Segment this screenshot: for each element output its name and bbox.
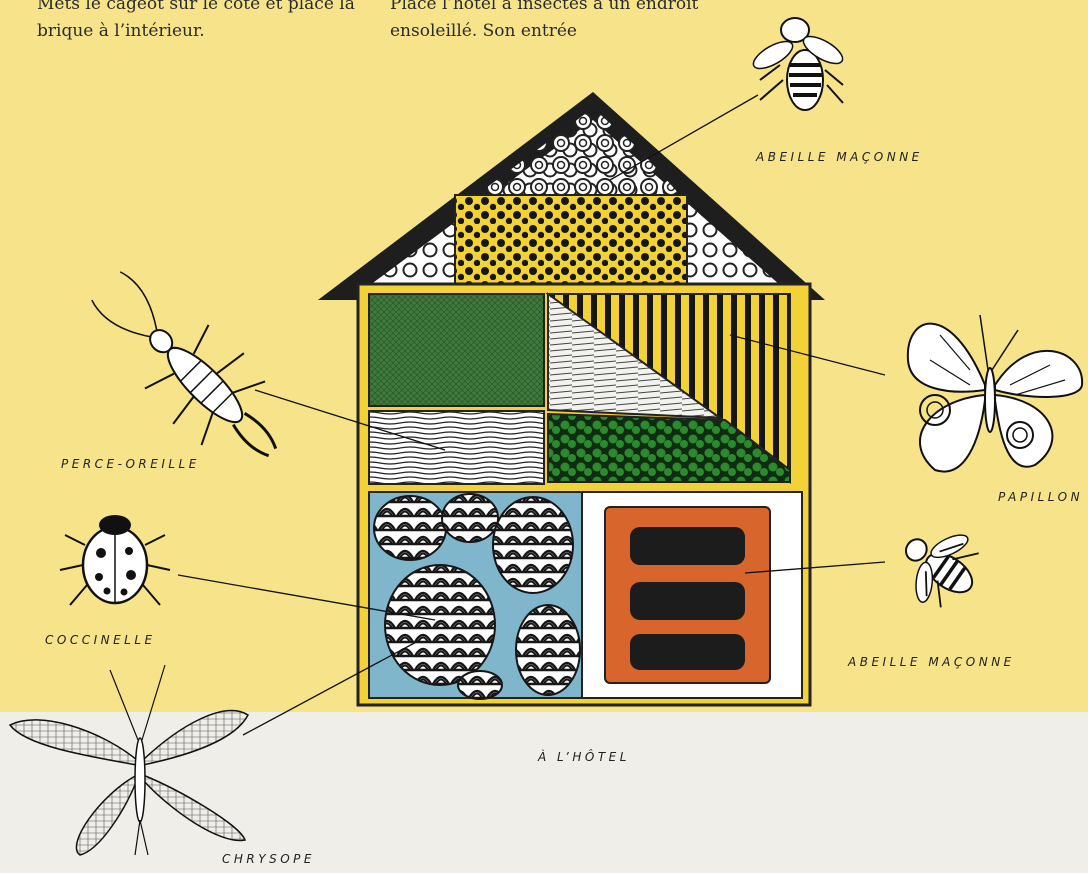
label-perce-oreille: PERCE-OREILLE [61, 457, 200, 471]
hotel-roof [318, 92, 825, 300]
label-chrysope: CHRYSOPE [222, 852, 315, 866]
label-abeille-maconne-top: ABEILLE MAÇONNE [756, 150, 923, 164]
earwig-icon [71, 251, 308, 488]
label-hotel: À L’HÔTEL [538, 750, 630, 764]
butterfly-icon [908, 315, 1082, 472]
label-abeille-maconne-bottom: ABEILLE MAÇONNE [848, 655, 1015, 669]
ladybug-icon [60, 515, 170, 605]
lacewing-icon [10, 665, 248, 855]
bee-icon [883, 509, 995, 624]
hotel-box [358, 284, 810, 705]
bee-icon [749, 18, 846, 110]
label-coccinelle: COCCINELLE [45, 633, 156, 647]
label-papillon: PAPILLON [998, 490, 1083, 504]
